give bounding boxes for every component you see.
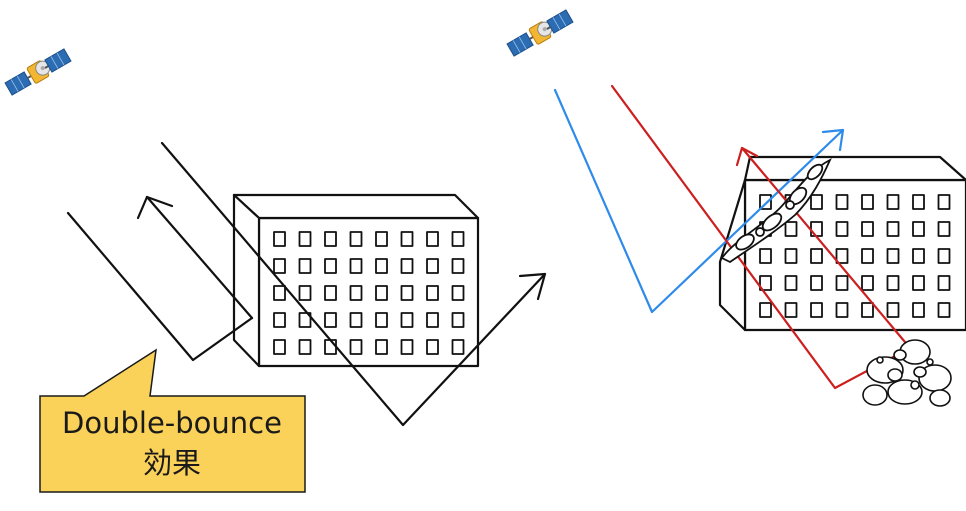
blue-ray [553,88,845,314]
window [912,248,925,264]
window [273,312,286,328]
window [324,312,337,328]
window [349,258,363,274]
window [426,339,439,355]
window [273,231,286,247]
window [810,194,823,210]
window [759,248,772,264]
window [784,248,798,264]
window [451,339,465,355]
window [375,285,388,301]
window [375,231,388,247]
window [324,258,337,274]
window [349,285,363,301]
window [937,221,951,237]
window [400,231,414,247]
window [784,275,798,291]
window [324,231,337,247]
window [451,231,465,247]
window [426,285,439,301]
window [886,221,900,237]
window [937,275,951,291]
window [886,248,900,264]
callout-line-2: 効果 [143,446,201,480]
window [426,312,439,328]
window [861,194,874,210]
window [937,302,951,318]
window [375,339,388,355]
window [426,258,439,274]
tree-icon [720,158,832,264]
window [810,248,823,264]
window [273,285,286,301]
window [426,231,439,247]
satellite-icon [505,7,575,59]
satellite-icon [3,46,73,98]
window [861,275,874,291]
window [324,285,337,301]
window [451,312,465,328]
window [937,194,951,210]
window [835,275,849,291]
window [400,339,414,355]
window [835,302,849,318]
window [298,231,312,247]
window [886,275,900,291]
window [375,258,388,274]
building-icon [232,193,480,368]
double-bounce-callout: Double-bounce 効果 [39,348,306,493]
window [273,339,286,355]
window [451,258,465,274]
window [810,302,823,318]
window [298,339,312,355]
window [349,339,363,355]
window [784,302,798,318]
window [759,275,772,291]
window [375,312,388,328]
window [298,285,312,301]
window [759,302,772,318]
double-bounce-ray [66,141,547,427]
window [400,258,414,274]
window [349,312,363,328]
window [912,221,925,237]
rubble-icon [862,339,952,407]
window [861,221,874,237]
window [835,248,849,264]
window [298,312,312,328]
window [835,194,849,210]
callout-line-1: Double-bounce [62,406,282,440]
window [298,258,312,274]
window [349,231,363,247]
window [861,302,874,318]
window [273,258,286,274]
window [886,302,900,318]
window [759,194,772,210]
window [937,248,951,264]
window [861,248,874,264]
window [400,312,414,328]
window [810,275,823,291]
window [400,285,414,301]
window [886,194,900,210]
window [784,221,798,237]
window [451,285,465,301]
window [912,194,925,210]
window [912,302,925,318]
window [835,221,849,237]
window [912,275,925,291]
